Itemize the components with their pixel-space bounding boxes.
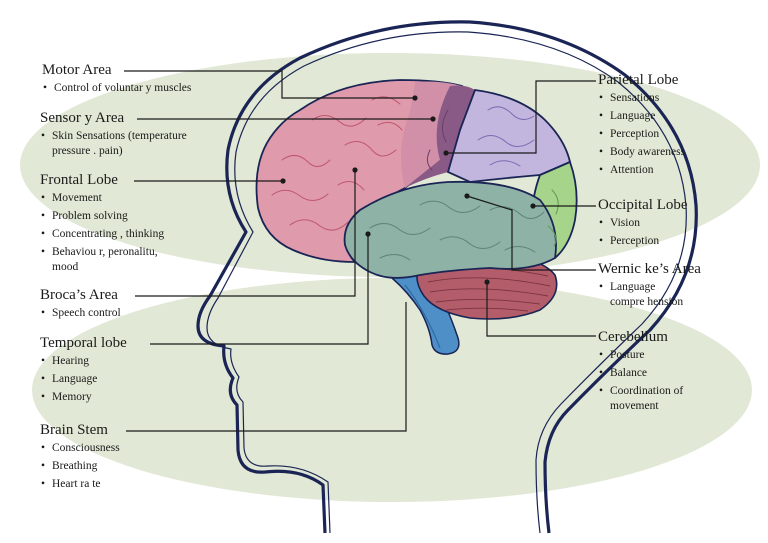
frontal-dot <box>280 178 286 184</box>
list-item: Coordination of movement <box>598 384 683 414</box>
background-ellipse-bottom <box>32 278 752 502</box>
parietal-lobe-list: Sensations Language Perception Body awar… <box>598 89 685 179</box>
sensory-area-label: Sensor y Area Skin Sensations (temperatu… <box>40 110 187 161</box>
list-item: Consciousness <box>40 439 120 457</box>
cerebellum-label: Cerebellum Posture Balance Coordination … <box>598 329 683 416</box>
list-item: Speech control <box>40 304 121 322</box>
list-item: Breathing <box>40 457 120 475</box>
parietal-dot <box>443 150 449 156</box>
motor-dot <box>412 95 418 101</box>
motor-area-label: Motor Area Control of voluntar y muscles <box>42 62 191 97</box>
sensory-area-shape <box>405 85 475 188</box>
cerebellum-leader-line <box>486 282 596 337</box>
list-item: Control of voluntar y muscles <box>42 79 191 97</box>
list-item: Heart ra te <box>40 475 120 493</box>
head-inner-outline <box>206 31 687 534</box>
parietal-lobe-label: Parietal Lobe Sensations Language Percep… <box>598 72 685 179</box>
list-item: Concentrating , thinking <box>40 225 164 243</box>
frontal-lobe-label: Frontal Lobe Movement Problem solving Co… <box>40 172 164 277</box>
wernicke-area-title: Wernic ke’s Area <box>598 261 701 277</box>
motor-area-title: Motor Area <box>42 62 112 78</box>
parietal-lobe-title: Parietal Lobe <box>598 72 679 88</box>
list-item: Language compre hension <box>598 280 701 310</box>
list-item: Movement <box>40 189 164 207</box>
parietal-leader-line <box>446 80 596 154</box>
list-item: Balance <box>598 364 683 382</box>
temporal-lobe-title: Temporal lobe <box>40 335 127 351</box>
brain-stem-list: Consciousness Breathing Heart ra te <box>40 439 120 493</box>
broca-leader-line <box>135 170 356 297</box>
motor-area-list: Control of voluntar y muscles <box>42 79 191 97</box>
wernicke-area-list: Language compre hension <box>598 280 701 310</box>
broca-area-title: Broca’s Area <box>40 287 118 303</box>
temporal-dot <box>365 231 371 237</box>
list-item: Vision <box>598 214 688 232</box>
broca-dot <box>352 167 358 173</box>
occipital-lobe-label: Occipital Lobe Vision Perception <box>598 197 688 250</box>
list-item: Body awareness <box>598 143 685 161</box>
brainstem-leader-line <box>126 302 407 432</box>
list-item: Posture <box>598 346 683 364</box>
temporal-lobe-shape <box>343 180 557 279</box>
list-item: Sensations <box>598 89 685 107</box>
list-item: Memory <box>40 388 127 406</box>
list-item: Perception <box>598 232 688 250</box>
leader-lines <box>124 70 596 432</box>
list-item: Skin Sensations (temperature pressure . … <box>40 129 187 159</box>
list-item: Behaviou r, peronalitu, mood <box>40 245 164 275</box>
leader-dots <box>280 95 536 285</box>
occipital-dot <box>530 203 536 209</box>
occipital-lobe-list: Vision Perception <box>598 214 688 250</box>
frontal-lobe-title: Frontal Lobe <box>40 172 118 188</box>
frontal-lobe-list: Movement Problem solving Concentrating ,… <box>40 189 164 275</box>
occipital-lobe-title: Occipital Lobe <box>598 197 688 213</box>
brain-stem-stripe <box>404 284 441 349</box>
brain-stem-label: Brain Stem Consciousness Breathing Heart… <box>40 422 120 493</box>
sensory-dot <box>430 116 436 122</box>
list-item: Attention <box>598 161 685 179</box>
wernicke-leader-line <box>466 195 596 271</box>
parietal-lobe-shape <box>446 89 572 183</box>
broca-area-list: Speech control <box>40 304 121 322</box>
cerebellum-title: Cerebellum <box>598 329 668 345</box>
motor-leader-line <box>124 70 415 99</box>
temporal-lobe-list: Hearing Language Memory <box>40 352 127 406</box>
sensory-area-list: Skin Sensations (temperature pressure . … <box>40 129 187 159</box>
list-item: Language <box>40 370 127 388</box>
brain-stem-title: Brain Stem <box>40 422 108 438</box>
wernicke-dot <box>464 193 470 199</box>
cerebellum-list: Posture Balance Coordination of movement <box>598 346 683 414</box>
list-item: Problem solving <box>40 207 164 225</box>
broca-area-label: Broca’s Area Speech control <box>40 287 121 322</box>
list-item: Language <box>598 107 685 125</box>
wernicke-area-label: Wernic ke’s Area Language compre hension <box>598 261 701 312</box>
list-item: Hearing <box>40 352 127 370</box>
temporal-lobe-label: Temporal lobe Hearing Language Memory <box>40 335 127 406</box>
list-item: Perception <box>598 125 685 143</box>
temporal-leader-line <box>150 234 369 345</box>
brain-gyri <box>271 96 559 261</box>
sensory-area-title: Sensor y Area <box>40 110 125 126</box>
cerebellum-dot <box>484 279 490 285</box>
